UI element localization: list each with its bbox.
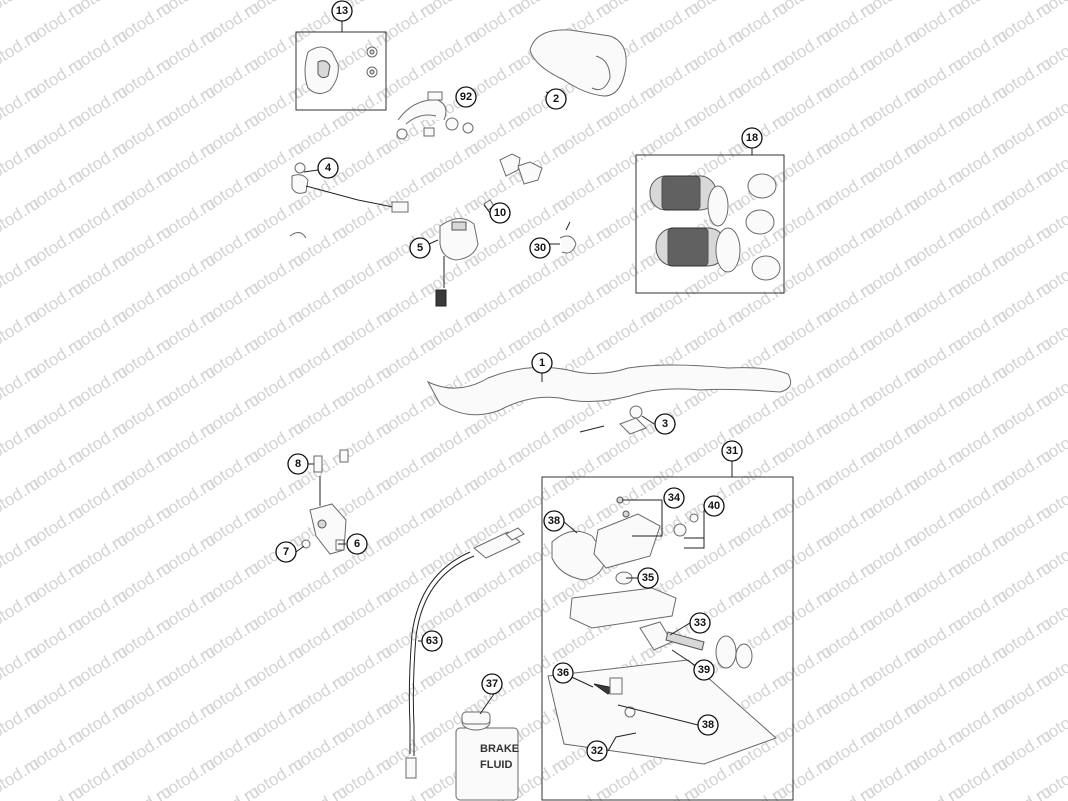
callout-92-label: 92 (460, 91, 472, 103)
watermark-text: motod.ru (548, 782, 615, 801)
watermark-text: motod.ru (900, 782, 967, 801)
callout-5: 5 (409, 237, 431, 259)
bottle-label-line-1: BRAKE (480, 743, 519, 755)
callout-31-label: 32 (591, 745, 603, 757)
callout-31: 32 (586, 740, 608, 762)
watermark-text: motod.ru (0, 586, 43, 638)
watermark-text: motod.ru (0, 138, 43, 190)
callout-63: 63 (421, 630, 443, 652)
watermark-text: motod.ru (988, 782, 1055, 801)
callout-37: 38 (543, 510, 565, 532)
callout-32-label: 33 (694, 617, 706, 629)
callout-8-label: 8 (295, 458, 301, 470)
callout-7-label: 7 (283, 546, 289, 558)
watermark-text: motod.ru (0, 82, 43, 134)
callout-10: 10 (489, 202, 511, 224)
callout-30-label: 31 (726, 445, 738, 457)
watermark-text: motod.ru (0, 754, 43, 801)
box-13-frame (295, 31, 387, 111)
callout-13-label: 13 (336, 5, 348, 17)
watermark-text: motod.ru (0, 306, 43, 358)
callout-63-label: 63 (426, 635, 438, 647)
watermark-text: motod.ru (0, 474, 43, 526)
callout-13: 13 (331, 0, 353, 22)
watermark-text: motod.ru (284, 782, 351, 801)
callout-38: 38 (697, 714, 719, 736)
callout-1: 1 (531, 352, 553, 374)
callout-2-label: 2 (553, 93, 559, 105)
callout-34: 35 (637, 567, 659, 589)
callout-35-label: 36 (557, 667, 569, 679)
watermark-text: motod.ru (812, 782, 879, 801)
watermark-text: motod.ru (0, 0, 43, 21)
part-36-brake-fluid-bottle: BRAKE FLUID (455, 711, 519, 801)
watermark-text: motod.ru (0, 418, 43, 470)
watermark-text: motod.ru (724, 782, 791, 801)
callout-36: 37 (481, 673, 503, 695)
watermark-text: motod.ru (372, 782, 439, 801)
part-17-grips (649, 173, 781, 281)
callout-33: 34 (663, 487, 685, 509)
callout-32: 33 (689, 612, 711, 634)
callout-30: 31 (721, 440, 743, 462)
watermark-text: motod.ru (636, 782, 703, 801)
callout-36-label: 37 (486, 678, 498, 690)
callout-17: 18 (741, 127, 763, 149)
watermark-text: motod.ru (0, 530, 43, 582)
callout-6-label: 6 (354, 538, 360, 550)
callout-2: 2 (545, 88, 567, 110)
part-13-switch-housing (304, 46, 378, 94)
callout-92: 92 (455, 86, 477, 108)
part-3-bar-clamp (579, 405, 647, 435)
callout-39-label: 39 (698, 664, 710, 676)
callout-5-label: 5 (417, 242, 423, 254)
box-17-frame (635, 154, 785, 294)
callout-35: 36 (552, 662, 574, 684)
part-5-switch (435, 199, 495, 307)
watermark-text: motod.ru (108, 782, 175, 801)
box-30-frame (541, 476, 794, 801)
callout-18-label: 30 (534, 242, 546, 254)
callout-18: 30 (529, 237, 551, 259)
callout-8: 8 (287, 453, 309, 475)
callout-37-label: 38 (548, 515, 560, 527)
callout-10-label: 10 (494, 207, 506, 219)
watermark-text: motod.ru (20, 782, 87, 801)
callout-1-label: 1 (539, 357, 545, 369)
part-30-master-cylinder (547, 496, 777, 765)
callout-6: 6 (346, 533, 368, 555)
callout-33-label: 34 (668, 492, 681, 504)
callout-4-label: 4 (325, 162, 332, 174)
callout-3-label: 3 (662, 418, 668, 430)
part-6-bracket (301, 449, 349, 555)
callout-38-label: 38 (702, 719, 714, 731)
watermark-text: motod.ru (0, 250, 43, 302)
callout-3: 3 (654, 413, 676, 435)
watermark-text: motod.ru (0, 698, 43, 750)
part-92-wiring-harness (396, 91, 543, 185)
part-1-handlebar (426, 364, 792, 416)
part-4-clutch-line (289, 162, 409, 239)
part-2-bar-pad (529, 29, 627, 97)
watermark-text: motod.ru (196, 782, 263, 801)
callout-40-label: 40 (708, 500, 720, 512)
bottle-label-line-2: FLUID (480, 759, 512, 771)
part-63-brake-hose (405, 527, 525, 779)
watermark-text: motod.ru (0, 194, 43, 246)
callout-40: 40 (703, 495, 725, 517)
watermark-text: motod.ru (0, 362, 43, 414)
callout-34-label: 35 (642, 572, 654, 584)
part-18-clip (559, 221, 577, 254)
callout-4: 4 (317, 157, 339, 179)
callout-17-label: 18 (746, 132, 758, 144)
watermark-text: motod.ru (0, 26, 43, 78)
callout-7: 7 (275, 541, 297, 563)
callout-39: 39 (693, 659, 715, 681)
watermark-text: motod.ru (0, 642, 43, 694)
